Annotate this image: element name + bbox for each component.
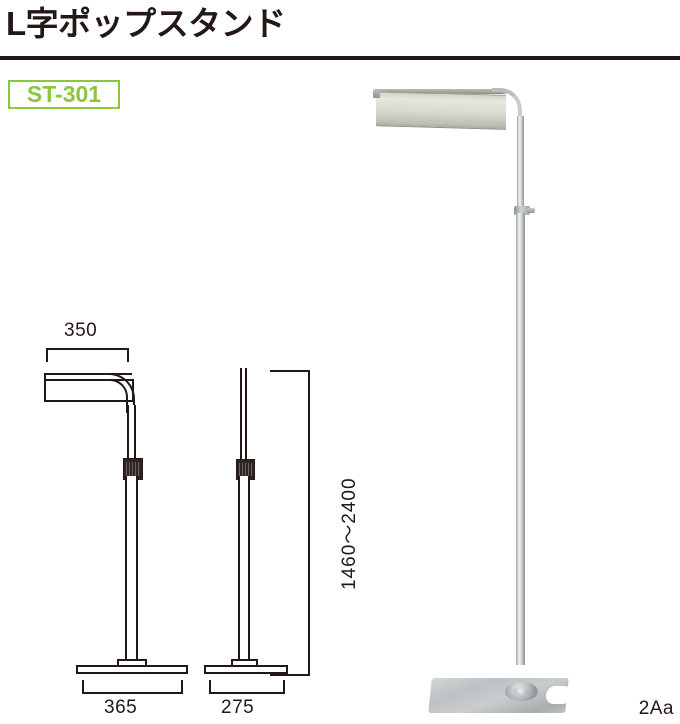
dimension-label-base-depth: 275 bbox=[221, 697, 255, 718]
dimension-tick-depth-left bbox=[209, 680, 211, 694]
photo-panel-left-cap bbox=[373, 90, 380, 98]
title-divider bbox=[0, 56, 680, 60]
lower-pole-front bbox=[125, 476, 138, 661]
photo-base-notch bbox=[545, 686, 573, 704]
sign-panel-top-rail bbox=[44, 373, 132, 375]
dimension-line-base-depth bbox=[209, 692, 285, 694]
photo-height-clamp bbox=[514, 206, 530, 215]
dimension-tick-left bbox=[46, 348, 48, 362]
dimension-label-panel-width: 350 bbox=[64, 320, 98, 341]
photo-sign-panel bbox=[376, 91, 506, 130]
photo-base-hub-inner bbox=[514, 687, 528, 696]
photo-arm-elbow bbox=[492, 88, 522, 122]
lower-pole-side bbox=[238, 476, 250, 661]
dimension-label-height-range: 1460〜2400 bbox=[339, 477, 360, 590]
dimension-tick-right bbox=[127, 348, 129, 362]
base-plate-side bbox=[204, 665, 288, 674]
model-code-badge: ST-301 bbox=[8, 80, 120, 109]
height-adjust-collar-side bbox=[236, 459, 255, 480]
dimension-line-panel-width bbox=[46, 348, 129, 350]
arm-elbow-outer bbox=[100, 373, 135, 413]
arm-elbow-inner bbox=[100, 379, 128, 413]
dimension-tick-height-bottom bbox=[270, 674, 310, 676]
page-marker: 2Aa bbox=[638, 698, 674, 719]
photo-arm-pole bbox=[517, 116, 524, 212]
sign-panel-top-rail-end bbox=[44, 373, 46, 380]
dimension-tick-base-left bbox=[82, 680, 84, 694]
upper-pole-side bbox=[240, 368, 247, 464]
upper-pole-front bbox=[127, 405, 136, 461]
photo-lower-pole bbox=[516, 213, 525, 665]
dimension-tick-depth-right bbox=[283, 680, 285, 694]
dimension-label-base-width: 365 bbox=[104, 697, 138, 718]
dimension-tick-height-top bbox=[270, 370, 310, 372]
photo-panel-top-edge bbox=[374, 89, 506, 94]
dimension-tick-base-right bbox=[181, 680, 183, 694]
dimension-line-base-width bbox=[82, 692, 183, 694]
dimension-line-height bbox=[308, 370, 310, 676]
photo-clamp-knob bbox=[527, 208, 535, 213]
page-title: L字ポップスタンド bbox=[6, 5, 286, 42]
base-plate-front bbox=[76, 665, 188, 674]
